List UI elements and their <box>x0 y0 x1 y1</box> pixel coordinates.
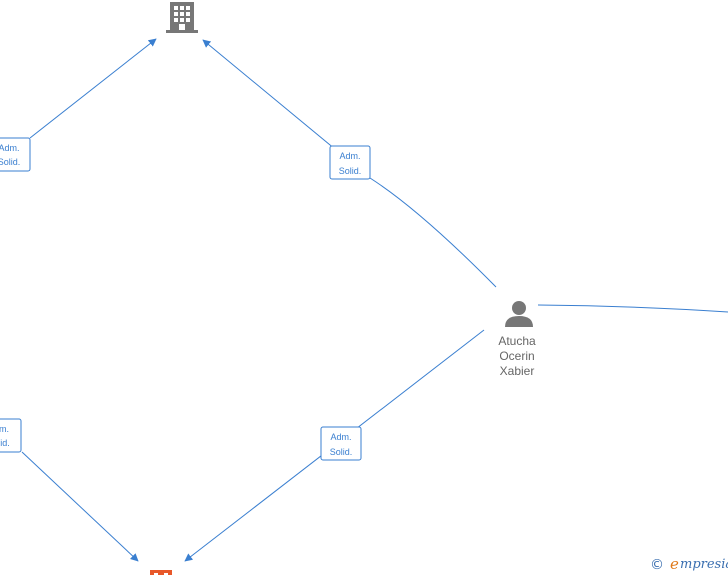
person-icon <box>505 301 533 327</box>
edge-label-line: Solid. <box>0 157 20 167</box>
edge-label-line: Adm. <box>339 151 360 161</box>
building-icon <box>166 2 198 33</box>
edge-label-line: Adm. <box>0 143 20 153</box>
edge-person-to-right <box>537 304 728 313</box>
edge-label-line: lid. <box>0 438 10 448</box>
edge-label-top-left[interactable]: Adm. Solid. <box>0 137 31 172</box>
edge-left-to-bottom-company <box>21 451 139 562</box>
edge-label-line: Adm. <box>330 432 351 442</box>
person-name-line: Xabier <box>500 364 535 378</box>
edge-label-line: m. <box>0 424 9 434</box>
edge-label-top-right[interactable]: Adm. Solid. <box>329 145 371 180</box>
brand-watermark: © e mpresia <box>650 555 728 573</box>
edge-person-to-top-company <box>202 39 497 288</box>
edge-label-line: Solid. <box>339 166 362 176</box>
edge-label-bottom-left[interactable]: m. lid. <box>0 418 22 453</box>
person-name-line: Ocerin <box>499 349 534 363</box>
person-node[interactable]: Atucha Ocerin Xabier <box>498 301 536 378</box>
person-name-line: Atucha <box>498 334 536 348</box>
company-node-bottom[interactable] <box>150 570 172 575</box>
building-icon <box>150 570 172 575</box>
brand-initial: e <box>670 555 679 573</box>
edge-label-line: Solid. <box>330 447 353 457</box>
edge-label-bottom-right[interactable]: Adm. Solid. <box>320 426 362 461</box>
copyright-symbol: © <box>650 557 664 573</box>
company-node-top[interactable] <box>166 2 198 33</box>
brand-name: mpresia <box>680 557 728 572</box>
edge-left-to-top-company <box>29 38 157 139</box>
